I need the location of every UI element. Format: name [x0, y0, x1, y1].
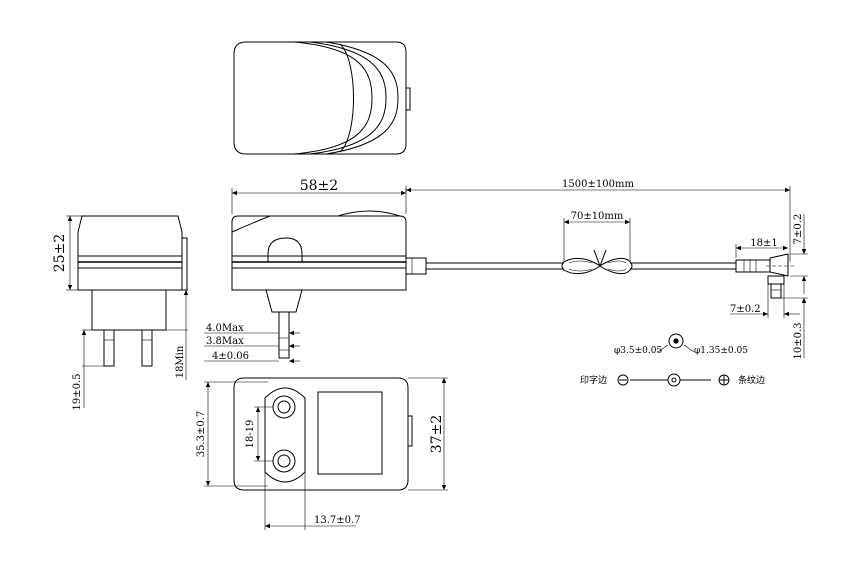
- dim-plug-7-top: 7±0.2: [793, 214, 804, 245]
- side-view: 25±2 19±0.5 18Min: [52, 215, 189, 411]
- dim-height-353: 35.3±0.7: [196, 411, 207, 458]
- dim-pin-18min: 18Min: [175, 345, 186, 378]
- dim-height-25: 25±2: [52, 234, 68, 272]
- dim-width-137: 13.7±0.7: [314, 515, 361, 526]
- dim-pin-4max: 4.0Max: [206, 323, 244, 334]
- dim-pin-spacing: 18-19: [245, 420, 256, 449]
- front-view: 58±2 4.0Max 3.8Max 4±0.06 70±10mm 1500±1…: [204, 178, 808, 364]
- bottom-view: 18-19 35.3±0.7 37±2 13.7±0.7: [196, 377, 448, 530]
- dim-plug-10: 10±0.3: [793, 322, 804, 359]
- top-view: [233, 41, 411, 155]
- connector-outer-diameter: φ3.5±0.05: [614, 346, 662, 356]
- dim-plug-18: 18±1: [750, 238, 777, 249]
- label-striped-side: 条纹边: [738, 374, 765, 386]
- connector-detail: φ3.5±0.05 φ1.35±0.05 印字边 条纹边: [580, 333, 765, 387]
- dim-height-37: 37±2: [429, 415, 445, 453]
- dim-plug-7-bottom: 7±0.2: [730, 304, 761, 315]
- connector-inner-diameter: φ1.35±0.05: [694, 346, 748, 356]
- dim-pin-38max: 3.8Max: [206, 336, 244, 347]
- label-printed-side: 印字边: [580, 374, 607, 386]
- dim-pin-4: 4±0.06: [212, 351, 249, 362]
- dim-width-58: 58±2: [300, 178, 338, 194]
- dim-pin-19: 19±0.5: [72, 373, 83, 410]
- dim-cable-1500: 1500±100mm: [562, 179, 634, 190]
- dim-tie-70: 70±10mm: [571, 211, 624, 222]
